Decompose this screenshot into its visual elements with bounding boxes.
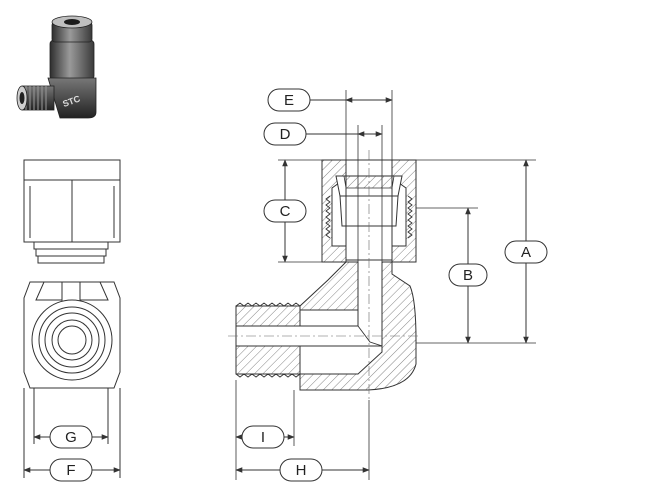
dimension-b: B — [448, 207, 488, 344]
label-d: D — [280, 126, 291, 143]
label-g: G — [65, 429, 77, 446]
label-f: F — [66, 462, 75, 479]
dimension-d: D — [263, 122, 383, 146]
dimension-f: F — [23, 458, 121, 482]
label-h: H — [296, 462, 307, 479]
front-view — [23, 159, 121, 478]
label-b: B — [463, 267, 473, 284]
section-view — [228, 150, 420, 400]
dimension-a: A — [504, 159, 548, 344]
dimension-h: H — [235, 458, 370, 482]
dimension-e: E — [267, 88, 393, 112]
label-e: E — [284, 92, 294, 109]
product-thumbnail: STC — [16, 15, 97, 119]
dimension-g: G — [33, 425, 109, 449]
label-a: A — [521, 244, 531, 261]
dimension-c: C — [263, 159, 307, 263]
label-i: I — [261, 429, 265, 446]
dimension-i: I — [235, 425, 295, 449]
label-c: C — [280, 203, 291, 220]
